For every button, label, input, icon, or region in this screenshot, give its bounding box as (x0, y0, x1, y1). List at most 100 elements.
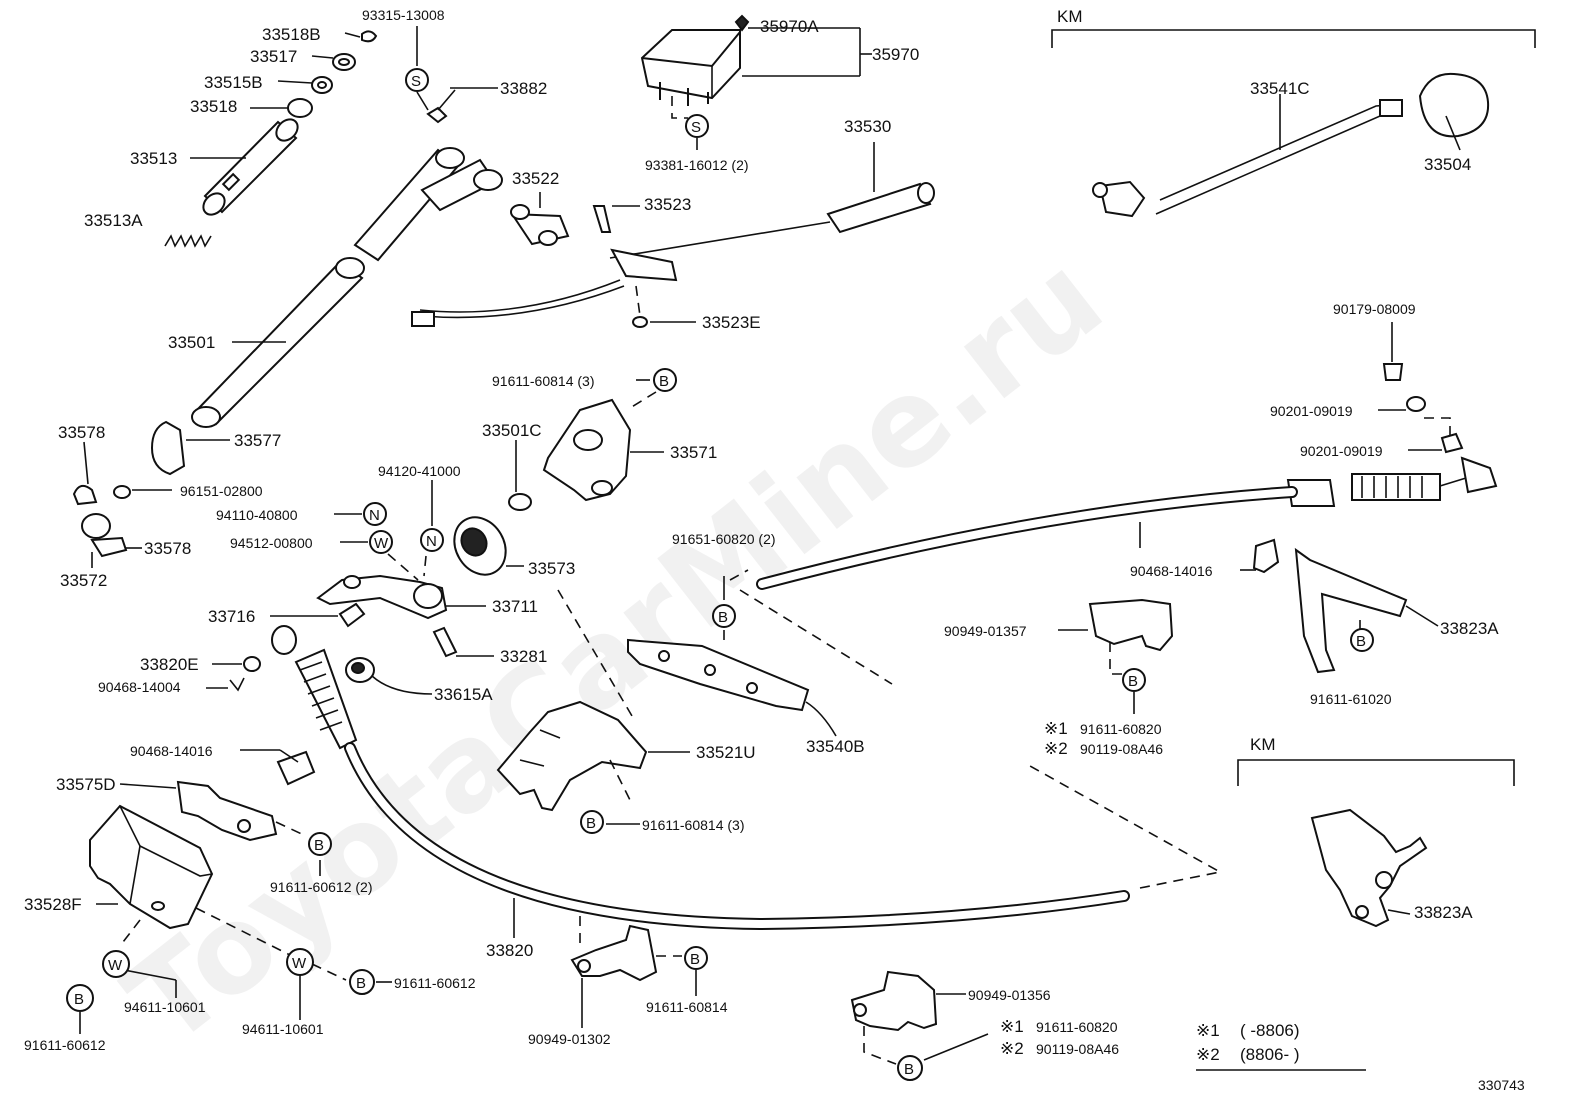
symbol-b-10: B (897, 1055, 923, 1081)
label-33823A-b: 33823A (1414, 903, 1473, 922)
part-90468-14016-b (240, 749, 316, 786)
label-33882: 33882 (500, 79, 547, 98)
label-33578-b: 33578 (144, 539, 191, 558)
symbol-b-6: B (308, 832, 332, 856)
part-labels: 33518B 93315-13008 33517 33515B 33518 33… (24, 7, 1525, 1093)
label-90949-01356: 90949-01356 (968, 987, 1051, 1003)
svg-text:B: B (718, 609, 728, 626)
diagram-id: 330743 (1478, 1077, 1525, 1093)
label-33577: 33577 (234, 431, 281, 450)
legend-range-2: (8806- ) (1240, 1045, 1300, 1064)
svg-text:W: W (108, 957, 123, 974)
label-96151-02800: 96151-02800 (180, 483, 263, 499)
label-33513: 33513 (130, 149, 177, 168)
part-90949-01357 (1058, 598, 1174, 714)
label-33573: 33573 (528, 559, 575, 578)
symbol-w-2: W (102, 950, 130, 978)
part-33571 (542, 398, 664, 502)
label-90949-01357: 90949-01357 (944, 623, 1027, 639)
label-33541C: 33541C (1250, 79, 1310, 98)
part-33615A (345, 657, 433, 695)
label-94611-10601-b: 94611-10601 (242, 1021, 324, 1037)
part-33577 (150, 420, 230, 476)
label-35970A: 35970A (760, 17, 819, 36)
svg-text:B: B (74, 991, 84, 1008)
part-33823A-lower (1310, 808, 1428, 928)
label-91611-60814: 91611-60814 (646, 999, 728, 1015)
label-91611-60612-c: 91611-60612 (394, 975, 476, 991)
part-94611-a (123, 969, 177, 998)
label-91611-60820-r1b: 91611-60820 (1036, 1019, 1118, 1035)
svg-text:W: W (374, 535, 389, 552)
label-33521U: 33521U (696, 743, 756, 762)
svg-text:S: S (691, 119, 701, 136)
label-33572: 33572 (60, 571, 107, 590)
svg-text:B: B (586, 815, 596, 832)
label-94512-00800: 94512-00800 (230, 535, 313, 551)
label-mark-1b: ※1 (1000, 1017, 1024, 1036)
part-33523E (632, 285, 696, 328)
part-33518 (250, 98, 313, 118)
label-33615A: 33615A (434, 685, 493, 704)
label-33571: 33571 (670, 443, 717, 462)
symbol-s-1: S (405, 68, 429, 92)
svg-text:S: S (411, 73, 421, 90)
part-33521U (496, 589, 690, 812)
km-group-top: KM (1051, 7, 1536, 48)
label-mark-2: ※2 (1044, 739, 1068, 758)
svg-text:N: N (426, 533, 437, 550)
km-label-bottom: KM (1250, 735, 1276, 754)
label-90119-08A46-r2: 90119-08A46 (1080, 741, 1163, 757)
symbol-w-3: W (286, 948, 314, 976)
label-90468-14016-a: 90468-14016 (1130, 563, 1213, 579)
part-33578-a (72, 441, 98, 506)
label-33540B: 33540B (806, 737, 865, 756)
label-90179-08009: 90179-08009 (1333, 301, 1416, 317)
part-90201-a (1378, 396, 1426, 412)
label-33518B: 33518B (262, 25, 321, 44)
legend-mark-2: ※2 (1196, 1045, 1220, 1064)
part-90949-01356 (850, 970, 989, 1065)
svg-text:B: B (1356, 633, 1366, 650)
legend-range-1: ( -8806) (1240, 1021, 1300, 1040)
symbol-b-5: B (580, 810, 604, 834)
label-33517: 33517 (250, 47, 297, 66)
svg-text:B: B (314, 837, 324, 854)
label-33281: 33281 (500, 647, 547, 666)
label-93381-16012: 93381-16012 (2) (645, 157, 749, 173)
part-33823A-upper (1294, 547, 1439, 674)
symbol-b-7: B (349, 969, 375, 995)
symbol-b-9: B (684, 946, 708, 970)
part-33501C (508, 440, 532, 511)
part-33501 (191, 147, 503, 428)
part-33572 (81, 513, 142, 568)
symbol-b-3: B (1122, 668, 1146, 692)
fastener-lines (334, 480, 433, 581)
part-33541C (1092, 94, 1403, 218)
label-33501C: 33501C (482, 421, 542, 440)
label-33522: 33522 (512, 169, 559, 188)
label-33501: 33501 (168, 333, 215, 352)
label-91611-60814-3-b: 91611-60814 (3) (642, 817, 744, 833)
label-94120-41000: 94120-41000 (378, 463, 461, 479)
label-90468-14016-b: 90468-14016 (130, 743, 213, 759)
label-33523: 33523 (644, 195, 691, 214)
km-connectors (1029, 765, 1223, 889)
part-33513 (190, 118, 299, 216)
label-33578-a: 33578 (58, 423, 105, 442)
svg-text:B: B (904, 1061, 914, 1078)
part-33540B (627, 569, 893, 737)
part-91611-60814-3-top (629, 379, 657, 409)
part-33522 (510, 192, 570, 246)
part-33573 (453, 516, 524, 576)
legend-mark-1: ※1 (1196, 1021, 1220, 1040)
svg-text:N: N (369, 507, 380, 524)
label-33504: 33504 (1424, 155, 1471, 174)
symbol-n-2: N (420, 528, 444, 552)
part-90468-14004 (206, 677, 245, 692)
part-33528F (89, 804, 347, 981)
label-33518: 33518 (190, 97, 237, 116)
svg-text:B: B (659, 373, 669, 390)
part-33515B (277, 76, 333, 94)
